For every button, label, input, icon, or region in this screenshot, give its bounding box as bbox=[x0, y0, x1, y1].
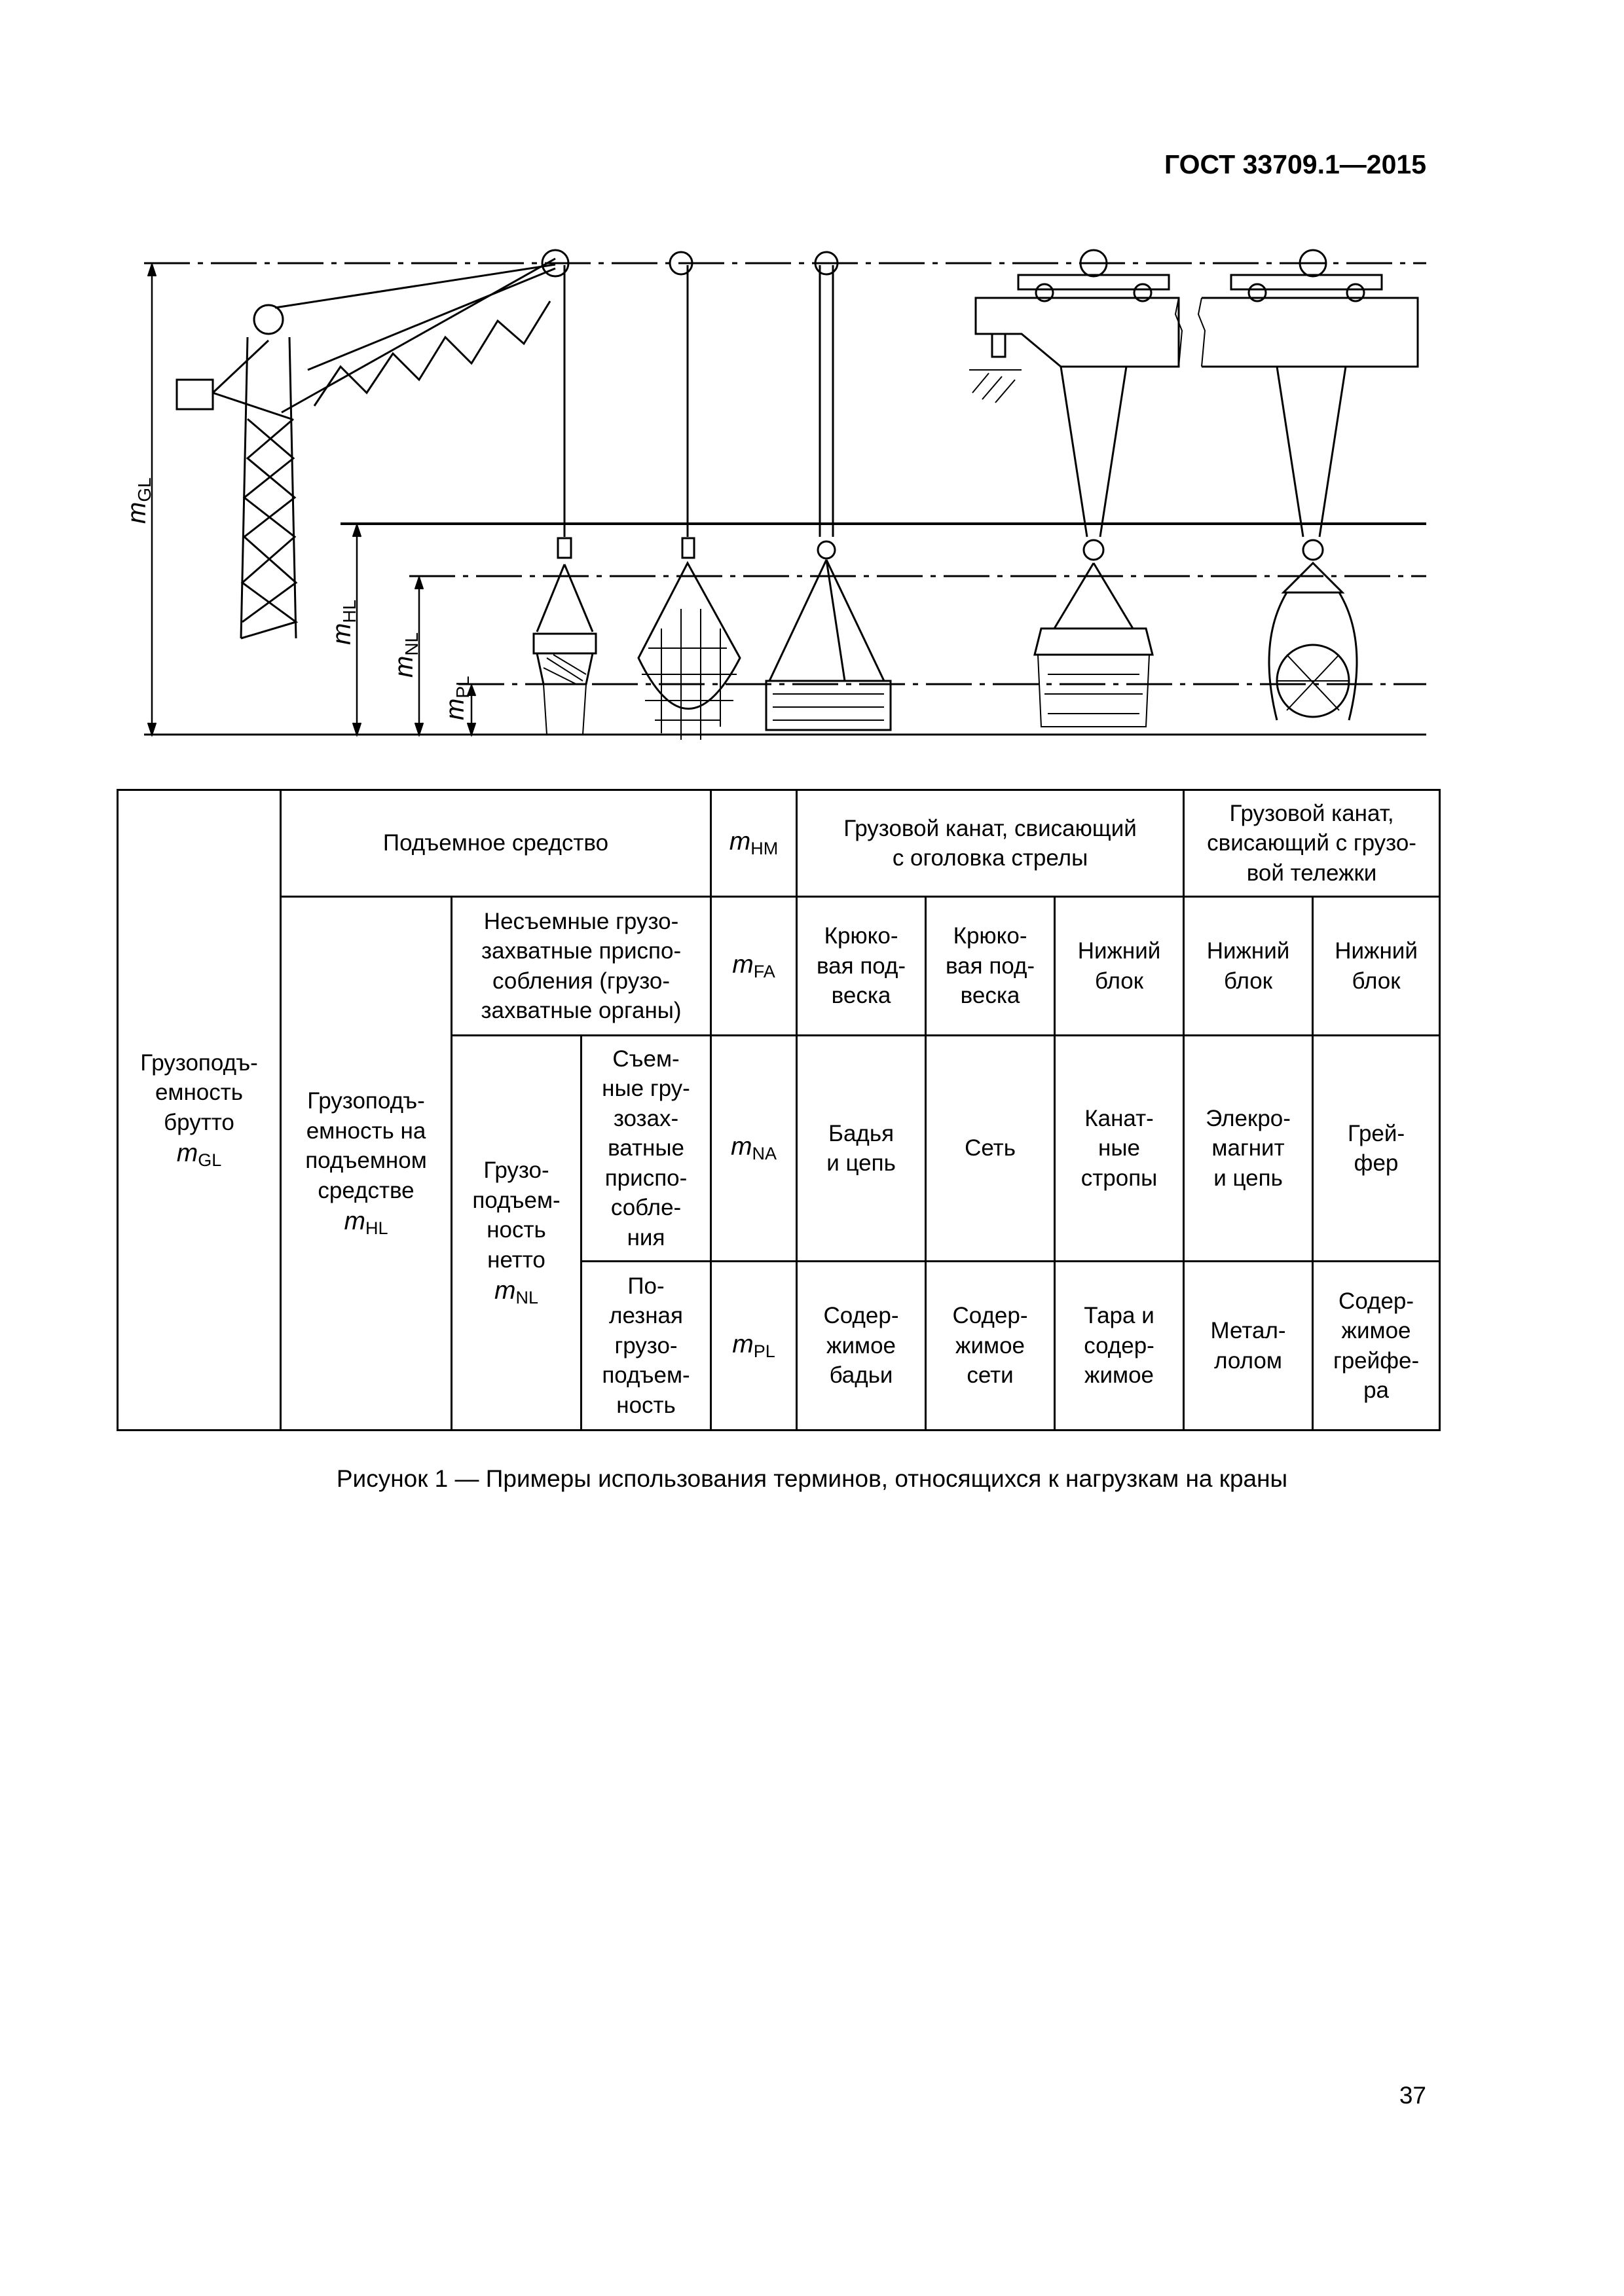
mnl-label: mNL bbox=[390, 632, 422, 678]
na-cell: Грей- фер bbox=[1312, 1034, 1441, 1262]
fixed-attachments-cell: Несъемные грузо- захватные приспо- собле… bbox=[450, 896, 712, 1036]
pl-cell: Содер- жимое бадьи bbox=[796, 1260, 927, 1431]
trolley-rope-header: Грузовой канат, свисающий с грузо- вой т… bbox=[1183, 789, 1441, 898]
magnet-crane-drawing bbox=[969, 249, 1180, 727]
fa-cell: Нижний блок bbox=[1054, 896, 1185, 1036]
na-cell: Сеть bbox=[925, 1034, 1056, 1262]
crane-load-figure: mGL mHL mNL mPL bbox=[122, 249, 1426, 740]
net-capacity-cell: Грузо- подъем- ность нетто mNL bbox=[451, 1034, 582, 1431]
hook-capacity-cell: Грузоподъ- емность на подъемном средстве… bbox=[280, 896, 452, 1431]
fa-cell: Нижний блок bbox=[1183, 896, 1314, 1036]
lifting-means-cell: Подъемное средство bbox=[279, 789, 712, 898]
sling-load-drawing bbox=[765, 251, 892, 731]
dimension-arrows bbox=[147, 262, 477, 737]
dimension-labels: mGL mHL mNL mPL bbox=[122, 477, 473, 720]
bucket-load-drawing bbox=[532, 537, 597, 735]
reference-lines bbox=[144, 262, 1426, 736]
mna-symbol-cell: mNA bbox=[710, 1034, 798, 1262]
net-load-drawing bbox=[637, 251, 741, 740]
removable-attachments-cell: Съем- ные гру- зозах- ватные приспо- соб… bbox=[580, 1034, 712, 1262]
mpl-symbol-cell: mPL bbox=[710, 1260, 798, 1431]
terms-table: Грузоподъ- емность брутто mGL Подъемное … bbox=[117, 789, 1441, 1431]
mhl-label: mHL bbox=[327, 600, 360, 645]
jib-rope-header: Грузовой канат, свисающий с оголовка стр… bbox=[796, 789, 1185, 898]
na-cell: Элекро- магнит и цепь bbox=[1183, 1034, 1314, 1262]
pl-cell: Содер- жимое сети bbox=[925, 1260, 1056, 1431]
payload-cell: По- лезная грузо- подъем- ность bbox=[580, 1260, 712, 1431]
na-cell: Бадья и цепь bbox=[796, 1034, 927, 1262]
document-header: ГОСТ 33709.1—2015 bbox=[1164, 149, 1426, 179]
pl-cell: Тара и содер- жимое bbox=[1054, 1260, 1185, 1431]
fa-cell: Нижний блок bbox=[1312, 896, 1441, 1036]
grab-crane-drawing bbox=[1174, 249, 1419, 721]
mfa-symbol-cell: mFA bbox=[710, 896, 798, 1036]
mpl-label: mPL bbox=[441, 676, 473, 720]
pl-cell: Содер- жимое грейфе- ра bbox=[1312, 1260, 1441, 1431]
figure-caption: Рисунок 1 — Примеры использования термин… bbox=[336, 1465, 1288, 1492]
fa-cell: Крюко- вая под- веска bbox=[796, 896, 927, 1036]
pl-cell: Метал- лолом bbox=[1183, 1260, 1314, 1431]
mgl-label: mGL bbox=[122, 477, 155, 524]
fa-cell: Крюко- вая под- веска bbox=[925, 896, 1056, 1036]
tower-crane-drawing bbox=[175, 249, 570, 640]
page-number: 37 bbox=[1399, 2082, 1426, 2109]
gross-capacity-cell: Грузоподъ- емность брутто mGL bbox=[117, 789, 282, 1431]
mhm-symbol-cell: mHM bbox=[710, 789, 798, 898]
na-cell: Канат- ные стропы bbox=[1054, 1034, 1185, 1262]
